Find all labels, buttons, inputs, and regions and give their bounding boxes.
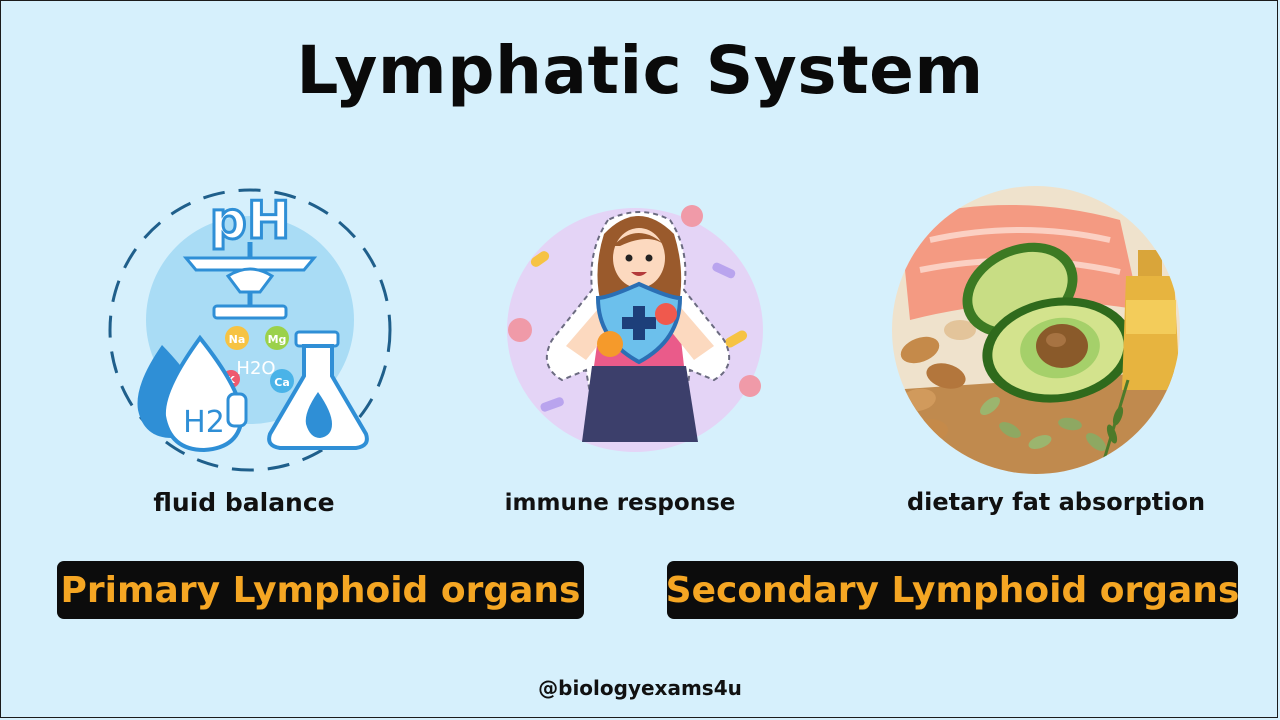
svg-text:pH: pH: [210, 191, 291, 251]
svg-text:Ca: Ca: [274, 376, 290, 389]
author-handle: @biologyexams4u: [538, 676, 742, 700]
primary-lymphoid-organs-label: Primary Lymphoid organs: [57, 561, 584, 619]
secondary-lymphoid-organs-label: Secondary Lymphoid organs: [666, 561, 1239, 619]
immune-response-card: immune response: [500, 190, 780, 516]
svg-text:Na: Na: [229, 333, 246, 346]
svg-text:H2O: H2O: [236, 358, 275, 379]
page-title: Lymphatic System: [296, 32, 984, 109]
immune-girl-shield-icon: [507, 205, 763, 452]
fat-absorption-caption: dietary fat absorption: [906, 488, 1206, 516]
svg-text:Mg: Mg: [268, 333, 287, 346]
immune-response-caption: immune response: [504, 490, 736, 516]
fat-absorption-card: dietary fat absorption: [890, 180, 1205, 516]
svg-text:H2: H2: [183, 405, 225, 440]
avocado-salmon-nuts-photo: [892, 186, 1180, 474]
fluid-balance-caption: fluid balance: [153, 488, 335, 517]
ph-balance-water-icon: pH Na Mg K Ca H2O H2: [108, 188, 392, 472]
fluid-balance-card: pH Na Mg K Ca H2O H2 fluid balance: [100, 180, 400, 517]
